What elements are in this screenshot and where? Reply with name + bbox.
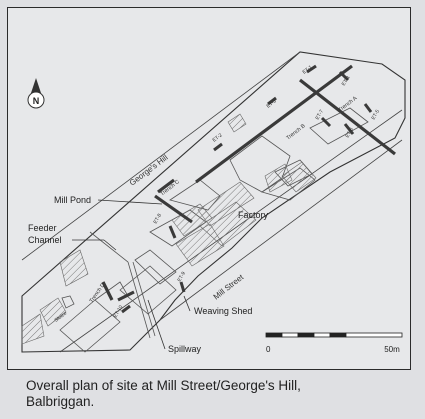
et-7-label: ET-7 (315, 109, 326, 121)
map-frame (7, 7, 411, 370)
north-arrow (27, 78, 45, 109)
site-boundary (21, 51, 406, 353)
factory-label: Factory (238, 210, 269, 220)
feeder-channel-label-2: Channel (28, 235, 62, 245)
mill-street-edge-south (159, 139, 403, 321)
et-8-label: ET-8 (153, 213, 164, 225)
et-5-label: ET-5 (371, 109, 382, 121)
et-9-label: ET-9 (177, 271, 188, 283)
trench-lines (101, 64, 396, 302)
caption-line-2: Balbriggan. (26, 394, 95, 409)
et-1-label: ET-1 (302, 64, 314, 75)
mill-pond-label: Mill Pond (54, 195, 91, 205)
caption-line-1: Overall plan of site at Mill Street/Geor… (26, 378, 301, 393)
figure-caption: Overall plan of site at Mill Street/Geor… (26, 378, 416, 410)
scale-end-label: 50m (384, 345, 400, 354)
et-3-label: ET-3 (266, 98, 278, 109)
scale-bar (265, 332, 403, 338)
georges-hill-road-edge (21, 51, 301, 261)
evaluation-trench-bars (121, 64, 373, 314)
et-10-label: ET-10 (113, 304, 125, 319)
trench-a-label: Trench A (338, 95, 359, 113)
spillway-label: Spillway (168, 344, 202, 354)
scale-start-label: 0 (266, 345, 271, 354)
mill-street-label: Mill Street (212, 272, 246, 301)
et-2-label: ET-2 (212, 132, 224, 143)
hatched-areas (21, 113, 317, 345)
feeder-channel-label-1: Feeder (28, 223, 57, 233)
north-label: N (33, 96, 40, 106)
water-channels (61, 231, 156, 339)
et-6-label: ET-6 (345, 127, 356, 139)
trench-b-label: Trench B (286, 123, 307, 142)
et-4-label: ET-4 (341, 75, 352, 87)
georges-hill-label: George's Hill (128, 153, 170, 188)
weaving-shed-label: Weaving Shed (194, 306, 252, 316)
leader-lines (72, 199, 191, 350)
